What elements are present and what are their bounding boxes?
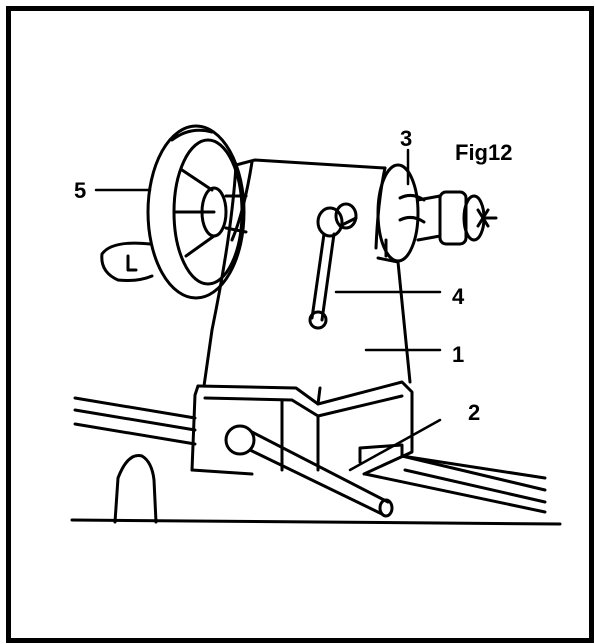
figure-title: Fig12: [455, 140, 513, 165]
callout-5: 5: [74, 178, 86, 203]
callout-1: 1: [452, 342, 464, 367]
spindle-boss: [376, 163, 426, 263]
bed-clamp-lever: [224, 424, 394, 518]
lathe-bed: [70, 396, 562, 526]
spindle-lock-lever: [308, 202, 358, 330]
callout-3: 3: [400, 126, 412, 151]
callout-leaders: [94, 148, 442, 472]
callout-4: 4: [452, 284, 465, 309]
figure-frame: [6, 6, 594, 643]
handwheel-handle: [100, 241, 154, 282]
leader-2: [348, 418, 442, 472]
spindle-chuck: [416, 190, 498, 246]
handwheel: [146, 124, 248, 300]
headstock-base: [190, 380, 414, 476]
callout-2: 2: [468, 400, 480, 425]
